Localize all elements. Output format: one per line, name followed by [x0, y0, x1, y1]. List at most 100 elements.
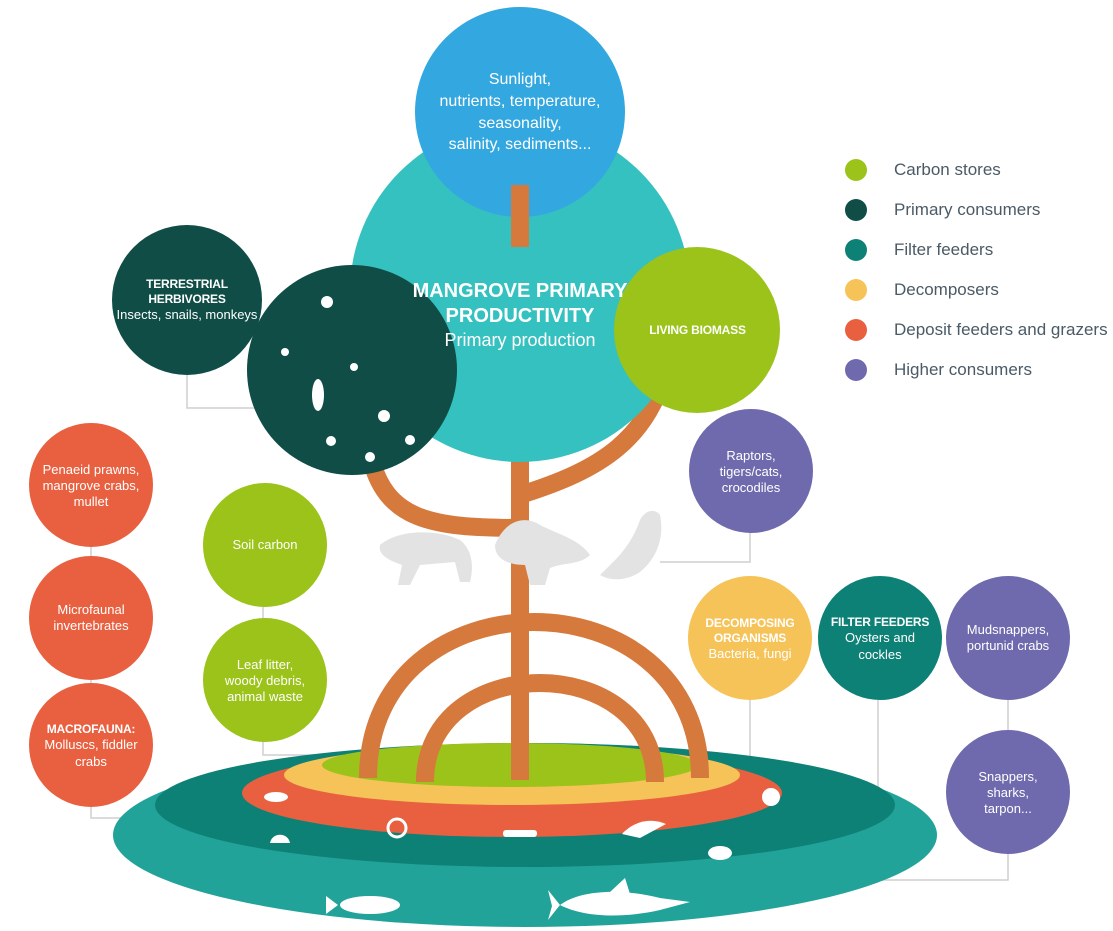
productivity-subtitle: Primary production [444, 329, 596, 350]
decomposing-text: DECOMPOSING ORGANISMS Bacteria, fungi [692, 609, 808, 669]
raptors-line: Raptors, [726, 447, 776, 463]
snappers-text: Snappers, sharks, tarpon... [950, 763, 1066, 823]
legend-label: Deposit feeders and grazers [894, 320, 1108, 339]
filter-feeders-line: cockles [858, 646, 902, 662]
leaf-litter-text: Leaf litter, woody debris, animal waste [207, 651, 323, 711]
crocodile-silhouette [495, 520, 590, 585]
snappers-line: tarpon... [984, 801, 1032, 817]
terrestrial-title: HERBIVORES [148, 291, 226, 306]
shrimp-icon [622, 820, 666, 838]
filter-feeders-line: Oysters and [844, 630, 916, 646]
penaeid-line: mullet [73, 494, 109, 510]
penaeid-circle [29, 423, 153, 547]
butterfly-icon [321, 296, 333, 308]
tuna-icon [340, 896, 400, 914]
tiger-silhouette [379, 532, 472, 585]
mudsnappers-text: Mudsnappers, portunid crabs [950, 618, 1066, 658]
outer-root-arch [359, 613, 709, 779]
snappers-line: Snappers, [978, 768, 1038, 784]
snappers-line: sharks, [987, 784, 1029, 800]
legend-dot [845, 239, 867, 261]
leaf-litter-circle [203, 618, 327, 742]
microfaunal-line: Microfaunal [57, 601, 125, 617]
leaf-litter-line: Leaf litter, [236, 656, 294, 672]
filter-feeders-circle [818, 576, 942, 700]
insect-icons [281, 296, 415, 462]
legend-item-deposit-feeders: Deposit feeders and grazers [845, 310, 1108, 350]
legend-item-carbon-stores: Carbon stores [845, 150, 1108, 190]
snappers-circle [946, 730, 1070, 854]
terrestrial-text: TERRESTRIAL HERBIVORES Insects, snails, … [112, 270, 262, 330]
shark-icon [560, 891, 690, 916]
tuna-tail-icon [326, 896, 338, 914]
legend-dot [845, 199, 867, 221]
filter-feeders-text: FILTER FEEDERS Oysters and cockles [822, 609, 938, 669]
sunlight-line: salinity, sediments... [448, 136, 592, 154]
microfaunal-circle [29, 556, 153, 680]
connector-terrestrial [186, 370, 265, 409]
legend-label: Primary consumers [894, 200, 1041, 219]
decomposing-title: DECOMPOSING [705, 615, 795, 630]
productivity-title: MANGROVE PRIMARY [412, 279, 628, 302]
worm-icon [503, 830, 537, 837]
legend-item-decomposers: Decomposers [845, 270, 1108, 310]
shark-tail-icon [548, 890, 560, 920]
raptors-line: tigers/cats, [719, 463, 783, 479]
left-branch [361, 452, 521, 537]
microfaunal-text: Microfaunal invertebrates [33, 598, 149, 638]
mudsnappers-circle [946, 576, 1070, 700]
oyster-icon [708, 846, 732, 860]
terrestrial-herbivores-circle [112, 225, 262, 375]
shark-fin-icon [610, 878, 630, 894]
legend-item-primary-consumers: Primary consumers [845, 190, 1108, 230]
penaeid-text: Penaeid prawns, mangrove crabs, mullet [33, 456, 149, 516]
legend-label: Higher consumers [894, 360, 1032, 379]
legend: Carbon stores Primary consumers Filter f… [845, 150, 1108, 390]
soil-carbon-text: Soil carbon [232, 536, 298, 552]
fish-icon [264, 792, 288, 802]
beetle-icon [326, 436, 336, 446]
soil-carbon-disc [322, 743, 698, 787]
inner-root-arch [416, 674, 664, 783]
sunlight-line: Sunlight, [488, 71, 552, 89]
terrestrial-title: TERRESTRIAL [146, 276, 228, 291]
penaeid-line: Penaeid prawns, [42, 461, 140, 477]
spider-icon [405, 435, 415, 445]
stem-connector [511, 185, 529, 247]
snail-icon [386, 817, 408, 839]
decomposing-subtitle: Bacteria, fungi [708, 645, 792, 661]
connector-raptors [660, 528, 751, 563]
legend-item-filter-feeders: Filter feeders [845, 230, 1108, 270]
beetle-icon [365, 452, 375, 462]
legend-dot [845, 159, 867, 181]
legend-dot [845, 279, 867, 301]
sunlight-line: nutrients, temperature, [439, 92, 601, 110]
shell-icon [270, 834, 290, 843]
snail-icon [378, 410, 390, 422]
decomposing-circle [688, 576, 812, 700]
legend-label: Carbon stores [894, 160, 1001, 179]
penaeid-line: mangrove crabs, [42, 477, 140, 493]
microfaunal-line: invertebrates [53, 618, 129, 633]
filter-feeders-title: FILTER FEEDERS [830, 615, 930, 630]
decomposing-title: ORGANISMS [713, 630, 787, 645]
living-biomass-text: LIVING BIOMASS [649, 322, 746, 337]
soil-carbon-circle [203, 483, 327, 607]
legend-label: Filter feeders [894, 240, 994, 259]
macrofauna-text: MACROFAUNA: Molluscs, fiddler crabs [33, 716, 149, 776]
legend-item-higher-consumers: Higher consumers [845, 350, 1108, 390]
crab-icon [762, 788, 780, 806]
raptors-line: crocodiles [721, 480, 781, 496]
legend-label: Decomposers [894, 280, 999, 299]
macrofauna-title: MACROFAUNA: [46, 722, 136, 737]
productivity-title: PRODUCTIVITY [445, 304, 595, 327]
mudsnappers-line: portunid crabs [966, 638, 1050, 653]
beetle-icon [281, 348, 289, 356]
raptors-text: Raptors, tigers/cats, crocodiles [693, 442, 809, 502]
macrofauna-line: crabs [75, 753, 107, 769]
bug-icon [350, 363, 358, 371]
terrestrial-subtitle: Insects, snails, monkeys [116, 306, 258, 322]
legend-dot [845, 319, 867, 341]
leaf-litter-line: animal waste [227, 689, 303, 705]
